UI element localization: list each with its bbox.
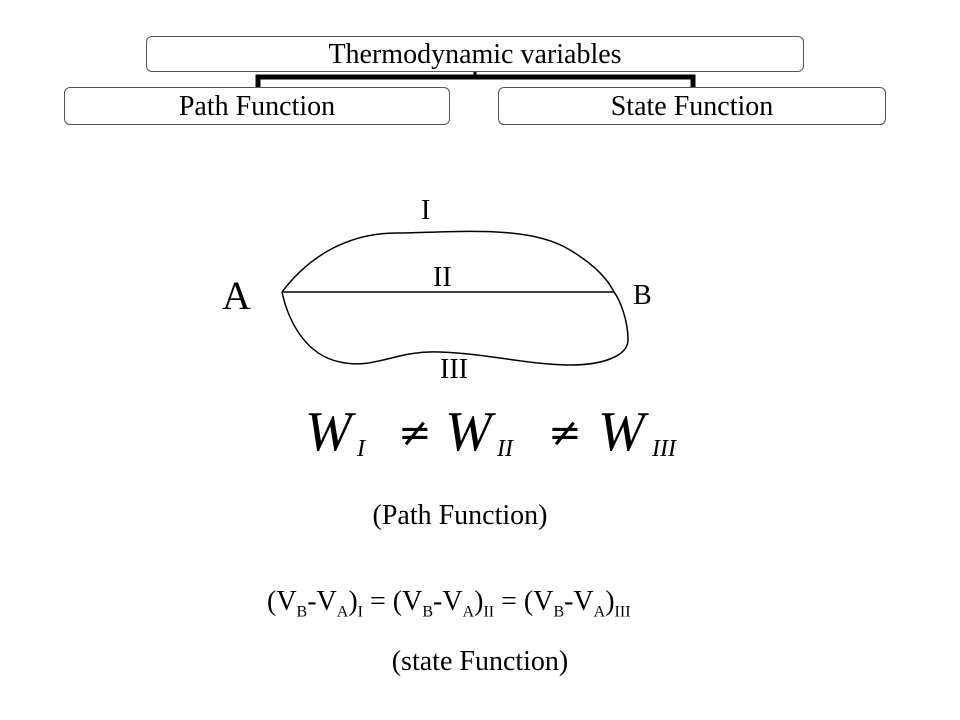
path-i-curve [281,230,615,293]
work-symbol-2: W [445,401,492,463]
not-equal-symbol-2: ≠ [548,410,582,456]
thermodynamic-variables-box: Thermodynamic variables [146,36,804,72]
path-function-caption: (Path Function) [372,500,548,531]
point-a-label: A [222,273,251,318]
state-function-caption: (state Function) [391,646,569,677]
not-equal-symbol-1: ≠ [398,410,432,456]
path-i-label: I [421,195,431,226]
top-box-label: Thermodynamic variables [328,39,622,70]
path-iii-curve [281,291,629,366]
work-subscript-3: III [652,436,676,462]
left-box-label: Path Function [178,91,336,122]
work-subscript-2: II [497,436,513,462]
work-subscript-1: I [357,436,365,462]
state-function-box: State Function [498,87,886,125]
right-box-label: State Function [610,91,774,122]
work-symbol-1: W [305,401,352,463]
path-iii-label: III [440,354,468,385]
work-symbol-3: W [598,401,645,463]
volume-equation: (VB-VA)I = (VB-VA)II = (VB-VA)III [267,586,631,621]
path-function-box: Path Function [64,87,450,125]
path-ii-label: II [433,262,452,293]
point-b-label: B [633,280,652,311]
